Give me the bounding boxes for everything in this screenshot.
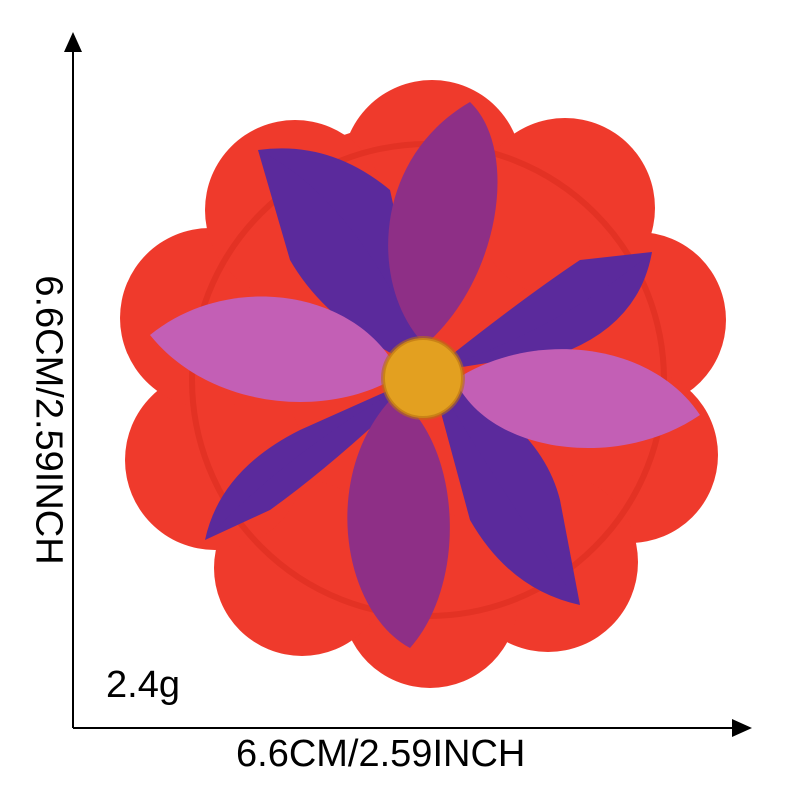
- height-dimension-label: 6.6CM/2.59INCH: [27, 275, 70, 565]
- flower-center: [383, 338, 463, 418]
- dimension-axes: [64, 32, 752, 737]
- horizontal-pink-petals: [150, 296, 700, 449]
- flower-patch: [120, 80, 726, 688]
- arrow-up-icon: [64, 32, 82, 52]
- right-petal: [455, 349, 700, 449]
- outer-purple-petals: [205, 148, 652, 605]
- arrow-right-icon: [732, 719, 752, 737]
- vertical-magenta-petals: [347, 102, 498, 648]
- width-dimension-label: 6.6CM/2.59INCH: [236, 733, 526, 775]
- left-petal: [150, 296, 400, 402]
- top-petal: [388, 102, 498, 345]
- weight-label: 2.4g: [106, 664, 180, 706]
- bottom-petal: [347, 395, 450, 648]
